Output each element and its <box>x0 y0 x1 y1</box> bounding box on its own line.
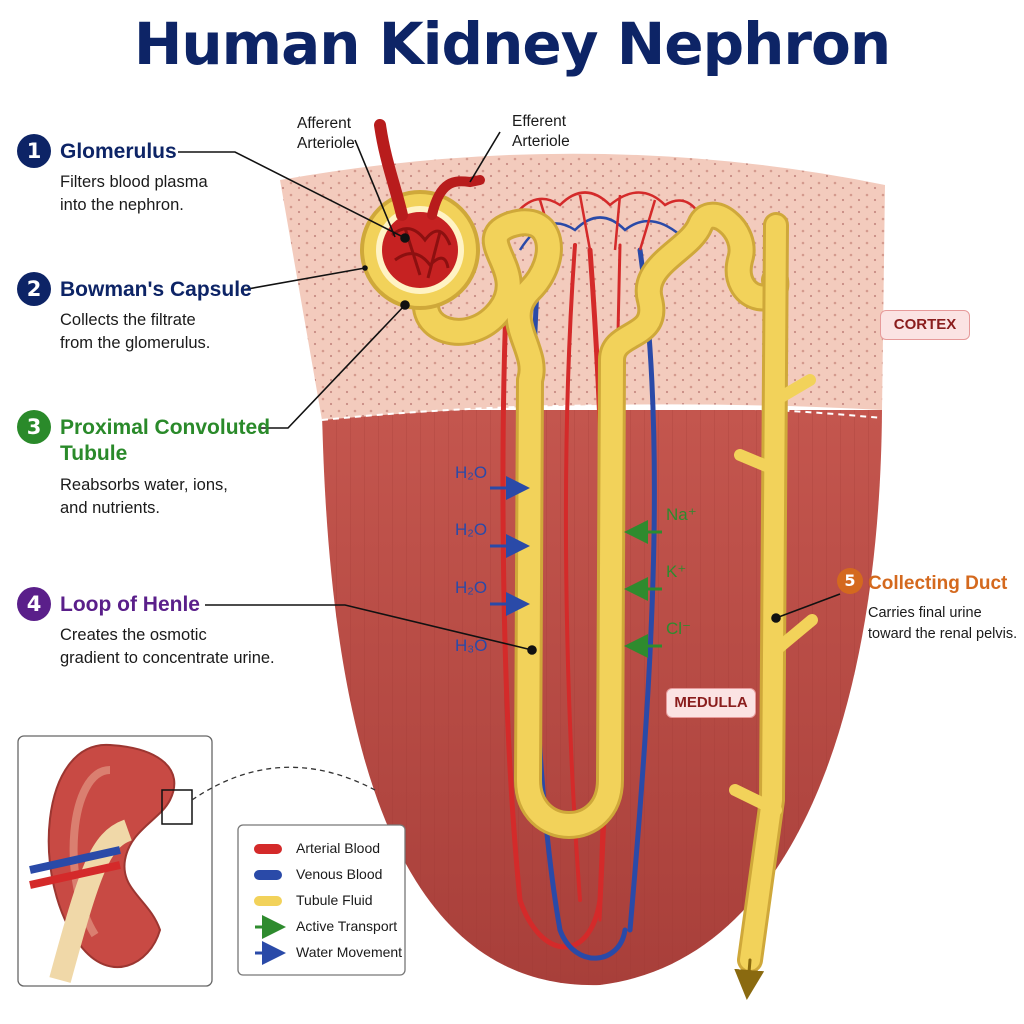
medulla-tag: MEDULLA <box>666 688 756 718</box>
potassium-label: K⁺ <box>666 562 687 581</box>
water-label-4: H₃O <box>455 636 488 655</box>
part-number-5: 5 <box>837 568 863 594</box>
cortex-tag: CORTEX <box>880 310 970 340</box>
arterioles <box>374 119 485 221</box>
ion-arrows <box>624 520 662 658</box>
kidney-inset <box>17 735 376 987</box>
legend-label-arterial: Arterial Blood <box>296 840 381 856</box>
legend-swatch-venous <box>254 870 282 880</box>
legend-swatch-arterial <box>254 844 282 854</box>
legend-label-arrow: Water Movement <box>296 944 403 960</box>
part-title-4: Loop of Henle <box>60 593 200 616</box>
water-label-1: H₂O <box>455 463 488 482</box>
part-number-1: 1 <box>17 134 51 168</box>
part-title-1: Glomerulus <box>60 140 177 163</box>
legend-label-tubule: Tubule Fluid <box>296 892 373 908</box>
water-label-3: H₂O <box>455 578 488 597</box>
part-description-3: Reabsorbs water, ions,and nutrients. <box>60 476 228 517</box>
legend-swatch-tubule <box>254 896 282 906</box>
sodium-label: Na⁺ <box>666 505 697 524</box>
part-number-3: 3 <box>17 410 51 444</box>
tubule <box>412 201 790 839</box>
water-arrows <box>490 476 530 616</box>
chloride-label: Cl⁻ <box>666 619 692 638</box>
part-number-4: 4 <box>17 587 51 621</box>
collecting-duct <box>729 212 818 1000</box>
water-label-2: H₂O <box>455 520 488 539</box>
legend-label-arrow: Active Transport <box>296 918 398 934</box>
leader-lines <box>178 131 841 655</box>
part-title-5: Collecting Duct <box>868 573 1008 594</box>
part-number-2: 2 <box>17 272 51 306</box>
part-title-2: Bowman's Capsule <box>60 278 252 301</box>
glomerulus <box>382 212 458 288</box>
legend-label-venous: Venous Blood <box>296 866 383 882</box>
page-title: Human Kidney Nephron <box>133 10 891 78</box>
